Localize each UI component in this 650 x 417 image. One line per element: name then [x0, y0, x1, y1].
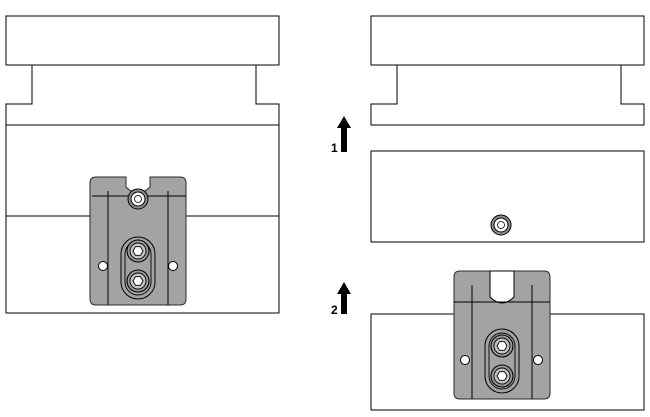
- right-dowel-hole-left: [460, 355, 470, 365]
- left-locating-pin: [127, 188, 149, 210]
- right-clamp-open-slot: [489, 270, 515, 304]
- left-dowel-hole-right: [168, 261, 178, 271]
- left-clamp: [89, 176, 187, 306]
- right-clamp-screw-upper: [490, 334, 514, 358]
- up-arrow-icon: [337, 116, 351, 152]
- step-2-arrow: 2: [331, 282, 351, 317]
- right-top-plate: [370, 15, 645, 66]
- exploded-view: 1 2: [331, 15, 645, 411]
- right-locating-pin: [490, 214, 512, 236]
- step-2-label: 2: [331, 303, 338, 317]
- left-clamp-screw-lower: [126, 269, 150, 293]
- right-mold-half: [370, 64, 645, 126]
- up-arrow-icon: [337, 282, 351, 314]
- left-dowel-hole-left: [98, 261, 108, 271]
- left-clamp-screw-upper: [126, 239, 150, 263]
- right-dowel-hole-right: [533, 355, 543, 365]
- left-mold-block: [5, 64, 280, 314]
- left-top-plate: [5, 15, 280, 66]
- step-1-label: 1: [331, 141, 338, 155]
- step-1-arrow: 1: [331, 116, 351, 155]
- right-clamp-screw-lower: [490, 364, 514, 388]
- right-clamp: [453, 270, 551, 400]
- assembled-view: [5, 15, 280, 314]
